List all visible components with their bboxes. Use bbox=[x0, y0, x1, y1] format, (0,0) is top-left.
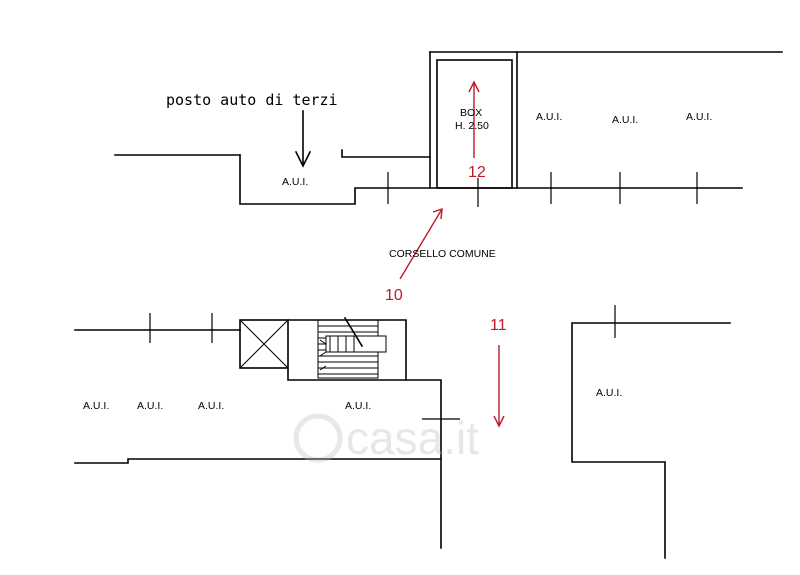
posto-auto-pointer bbox=[294, 110, 312, 168]
marker-10-number: 10 bbox=[385, 287, 403, 304]
aui-label-upper-3: A.U.I. bbox=[686, 111, 712, 123]
corsello-label: CORSELLO COMUNE bbox=[389, 248, 496, 260]
watermark-text: casa.it bbox=[346, 412, 479, 464]
aui-label-lower-5: A.U.I. bbox=[596, 387, 622, 399]
aui-label-lower-4: A.U.I. bbox=[345, 400, 371, 412]
stairs bbox=[317, 316, 387, 379]
aui-label-upper-1: A.U.I. bbox=[536, 111, 562, 123]
marker-11-number: 11 bbox=[490, 317, 507, 334]
lower-walls bbox=[74, 319, 731, 559]
lower-ticks bbox=[149, 305, 616, 420]
upper-ticks bbox=[387, 172, 698, 207]
aui-label-lower-2: A.U.I. bbox=[137, 400, 163, 412]
aui-label-lower-3: A.U.I. bbox=[198, 400, 224, 412]
marker-11-arrow bbox=[493, 345, 505, 428]
aui-label-upper-2: A.U.I. bbox=[612, 114, 638, 126]
marker-12-number: 12 bbox=[468, 164, 486, 181]
upper-walls bbox=[114, 51, 783, 205]
posto-auto-label: posto auto di terzi bbox=[166, 91, 338, 109]
box-height-label: H. 2.50 bbox=[455, 120, 489, 132]
aui-label-upper-4: A.U.I. bbox=[282, 176, 308, 188]
aui-label-lower-1: A.U.I. bbox=[83, 400, 109, 412]
watermark: casa.it bbox=[293, 412, 479, 464]
marker-12-arrow bbox=[468, 80, 480, 158]
box-label: BOX bbox=[460, 107, 482, 119]
marker-10-arrow bbox=[399, 207, 443, 280]
